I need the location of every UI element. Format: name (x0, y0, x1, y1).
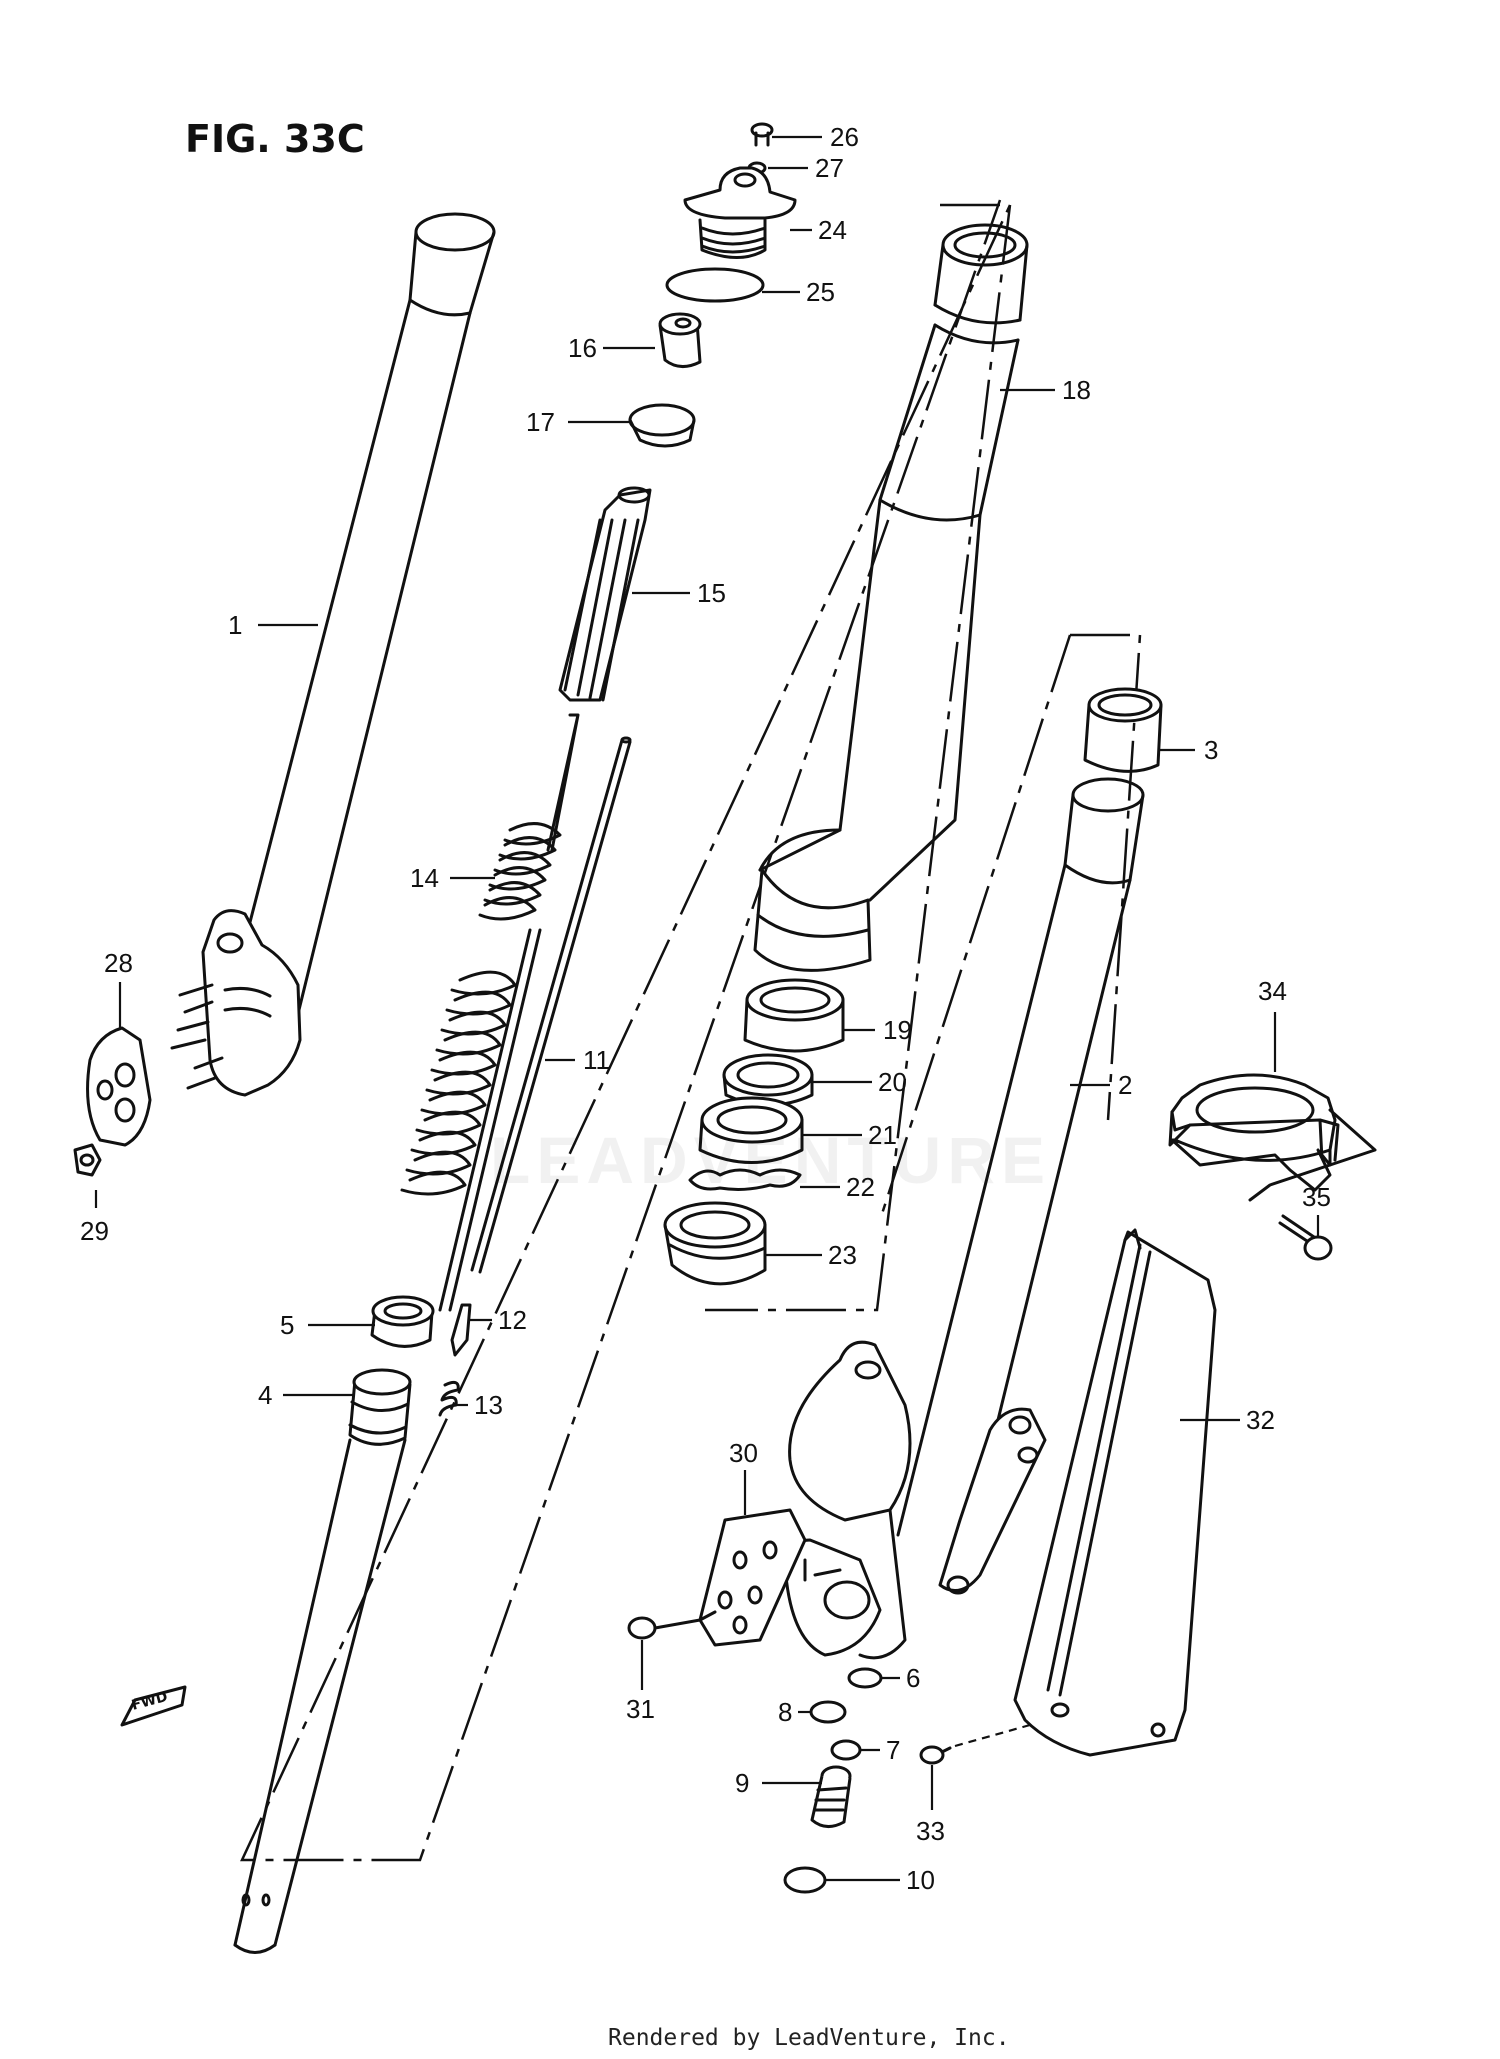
figure-title: FIG. 33C (185, 117, 365, 161)
callout-labels: 1 2 3 4 5 6 7 8 9 10 11 12 13 14 15 16 1… (80, 122, 1331, 1895)
callout-27: 27 (815, 153, 844, 183)
callout-11: 11 (583, 1045, 610, 1075)
callout-28: 28 (104, 948, 133, 978)
callout-20: 20 (878, 1067, 907, 1097)
part-16-spring-seat (658, 312, 702, 368)
callout-14: 14 (410, 863, 439, 893)
callout-6: 6 (906, 1663, 920, 1693)
part-21-oil-seal (698, 1096, 804, 1164)
callout-16: 16 (568, 333, 597, 363)
part-1-fork-tube (170, 212, 496, 1097)
callout-1: 1 (228, 610, 242, 640)
callout-15: 15 (697, 578, 726, 608)
part-31-bolt (627, 1610, 717, 1640)
footer-credit: Rendered by LeadVenture, Inc. (608, 2025, 1010, 2051)
part-24-fork-cap (683, 166, 797, 259)
callout-24: 24 (818, 215, 847, 245)
part-22-clip (688, 1168, 802, 1191)
callout-10: 10 (906, 1865, 935, 1895)
part-18-outer-tube (753, 223, 1029, 972)
part-25-o-ring (665, 267, 765, 303)
part-12-pin (450, 1303, 472, 1357)
callout-33: 33 (916, 1816, 945, 1846)
callout-32: 32 (1246, 1405, 1275, 1435)
part-3-slide-bushing (1083, 687, 1163, 773)
callout-18: 18 (1062, 375, 1091, 405)
part-23-dust-seal (663, 1201, 767, 1286)
callout-5: 5 (280, 1310, 294, 1340)
part-6-washer (847, 1667, 883, 1689)
part-32-fork-guard (1013, 1228, 1217, 1757)
part-4-dust-seal (348, 1368, 412, 1446)
part-damper-rod-assembly (400, 928, 542, 1312)
part-5-oil-seal (370, 1295, 435, 1348)
callout-23: 23 (828, 1240, 857, 1270)
callout-31: 31 (626, 1694, 655, 1724)
part-11-rod (470, 736, 632, 1274)
part-19-bushing (743, 978, 845, 1053)
leader-lines (94, 135, 1320, 1882)
callout-17: 17 (526, 407, 555, 437)
callout-12: 12 (498, 1305, 527, 1335)
part-2-lower-leg (783, 777, 1145, 1660)
callout-2: 2 (1118, 1070, 1132, 1100)
part-9-drain-screw (810, 1765, 852, 1828)
callout-13: 13 (474, 1390, 503, 1420)
callout-8: 8 (778, 1697, 792, 1727)
part-8-washer (809, 1700, 847, 1724)
callout-30: 30 (729, 1438, 758, 1468)
callout-26: 26 (830, 122, 859, 152)
part-7-o-ring (830, 1739, 862, 1761)
callout-7: 7 (886, 1735, 900, 1765)
part-13-spring (438, 1380, 460, 1417)
part-34-guard-clamp (1168, 1073, 1377, 1202)
callout-3: 3 (1204, 735, 1218, 765)
part-33-screw (919, 1723, 1031, 1765)
part-28-axle-holder (86, 1026, 152, 1147)
callout-19: 19 (883, 1015, 912, 1045)
callout-4: 4 (258, 1380, 272, 1410)
assembly-guide-lines (240, 199, 1142, 1862)
callout-21: 21 (868, 1120, 897, 1150)
fwd-arrow-icon: FWD (120, 1685, 187, 1727)
callout-9: 9 (735, 1768, 749, 1798)
callout-25: 25 (806, 277, 835, 307)
part-29-nut (73, 1143, 102, 1177)
part-26-screw (750, 122, 774, 147)
part-inner-tube (233, 1438, 407, 1954)
part-17-collar (628, 403, 696, 448)
part-15-spacer (558, 486, 652, 702)
part-10-gasket (783, 1866, 827, 1894)
callout-29: 29 (80, 1216, 109, 1246)
callout-35: 35 (1302, 1182, 1331, 1212)
callout-22: 22 (846, 1172, 875, 1202)
callout-34: 34 (1258, 976, 1287, 1006)
part-35-bolt (1278, 1214, 1333, 1261)
part-14-rebound-spring (478, 713, 580, 921)
